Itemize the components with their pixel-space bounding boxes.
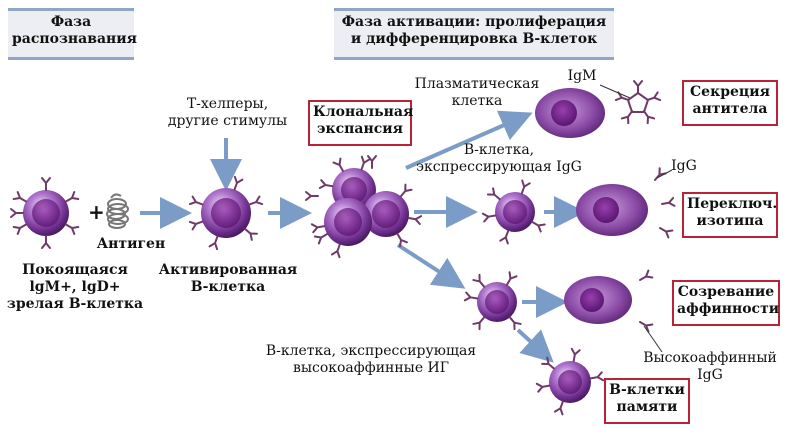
igg-antibody-icons [650,167,676,239]
label-igg: IgG [671,158,697,174]
label-plasma-line1: Плазматическая [414,76,540,92]
label-resting-line2: lgM+, lgD+ [29,279,121,295]
label-t-helpers-line2: другие стимулы [167,113,288,129]
box-memory-line1: В-клетки [609,382,685,398]
header-recognition-phase: Фаза распознавания [8,8,137,60]
header-recognition-text: Фаза распознавания [12,14,137,47]
igg-b-cell [481,179,546,245]
memory-b-cell [535,347,605,416]
antigen-icon [106,193,129,229]
label-resting-line1: Покоящаяся [22,262,128,278]
label-high-aff-igg-line2: IgG [697,367,723,383]
box-switch-line2: изотипа [696,213,764,229]
label-igg-cell: В-клетка, экспрессирующая IgG [414,142,584,176]
label-high-aff-igg-line1: Высокоаффинный [643,350,777,366]
high-affinity-b-cell [463,271,522,331]
label-high-aff-cell-line1: В-клетка, экспрессирующая [265,343,477,359]
clonal-cell-cluster [305,155,423,259]
label-t-helpers-line1: Т-хелперы, [186,96,269,112]
label-activated-line1: Активированная [158,262,298,278]
igm-pentamer-icon [614,80,662,125]
box-affinity-maturation: Созревание аффинности [672,280,780,326]
arrow-highaff-to-memory [516,328,554,363]
label-resting-line3: зрелая В-клетка [6,296,144,312]
label-high-affinity-igg: Высокоаффинный IgG [640,350,780,384]
label-igg-cell-line1: В-клетка, [463,142,535,158]
box-clonal-line1: Клональная [313,104,414,120]
box-maturation-line2: аффинности [677,301,780,317]
plasma-cell-igm [535,88,605,138]
resting-b-cell [10,177,80,249]
activated-b-cell [188,175,264,251]
label-activated-line2: В-клетка [190,279,266,295]
plasma-cell-igg [576,184,648,236]
header-activation-line2: и дифференцировка В-клеток [350,31,598,47]
label-antigen: Антиген [96,236,166,252]
arrow-clonal-to-plasma [405,110,533,170]
arrow-clonal-to-highaff [396,243,466,289]
box-antibody-secretion: Секреция антитела [682,80,778,126]
label-plasma-line2: клетка [451,93,503,109]
high-affinity-igg-pointer [643,325,663,353]
box-memory-line2: памяти [616,399,678,415]
arrows [140,110,586,363]
high-affinity-igg-icons [637,269,654,333]
box-maturation-line1: Созревание [677,284,775,300]
label-resting-cell: Покоящаяся lgM+, lgD+ зрелая В-клетка [0,262,150,313]
box-switch-line1: Переключ. [687,196,778,212]
label-plasma-cell: Плазматическая клетка [412,76,542,110]
plasma-cell-high-affinity [564,276,632,324]
header-activation-phase: Фаза активации: пролиферация и дифференц… [334,8,614,60]
label-activated-cell: Активированная В-клетка [158,262,298,296]
label-igm: IgM [567,68,597,84]
box-clonal-line2: экспансия [317,121,403,137]
box-memory-b-cells: В-клетки памяти [604,378,690,424]
igg-pointer [656,169,673,179]
box-secretion-line1: Секреция [690,84,770,100]
label-igg-cell-line2: экспрессирующая IgG [416,159,582,175]
header-activation-line1: Фаза активации: пролиферация [341,14,607,30]
label-high-affinity-cell: В-клетка, экспрессирующая высокоаффинные… [256,343,486,377]
plus-sign: + [88,200,105,224]
box-clonal-expansion: Клональная экспансия [308,100,414,146]
label-high-aff-cell-line2: высокоаффинные ИГ [292,360,450,376]
box-secretion-line2: антитела [692,101,768,117]
label-t-helpers: Т-хелперы, другие стимулы [160,96,295,130]
box-isotype-switch: Переключ. изотипа [682,192,778,238]
igm-pointer [599,84,631,99]
